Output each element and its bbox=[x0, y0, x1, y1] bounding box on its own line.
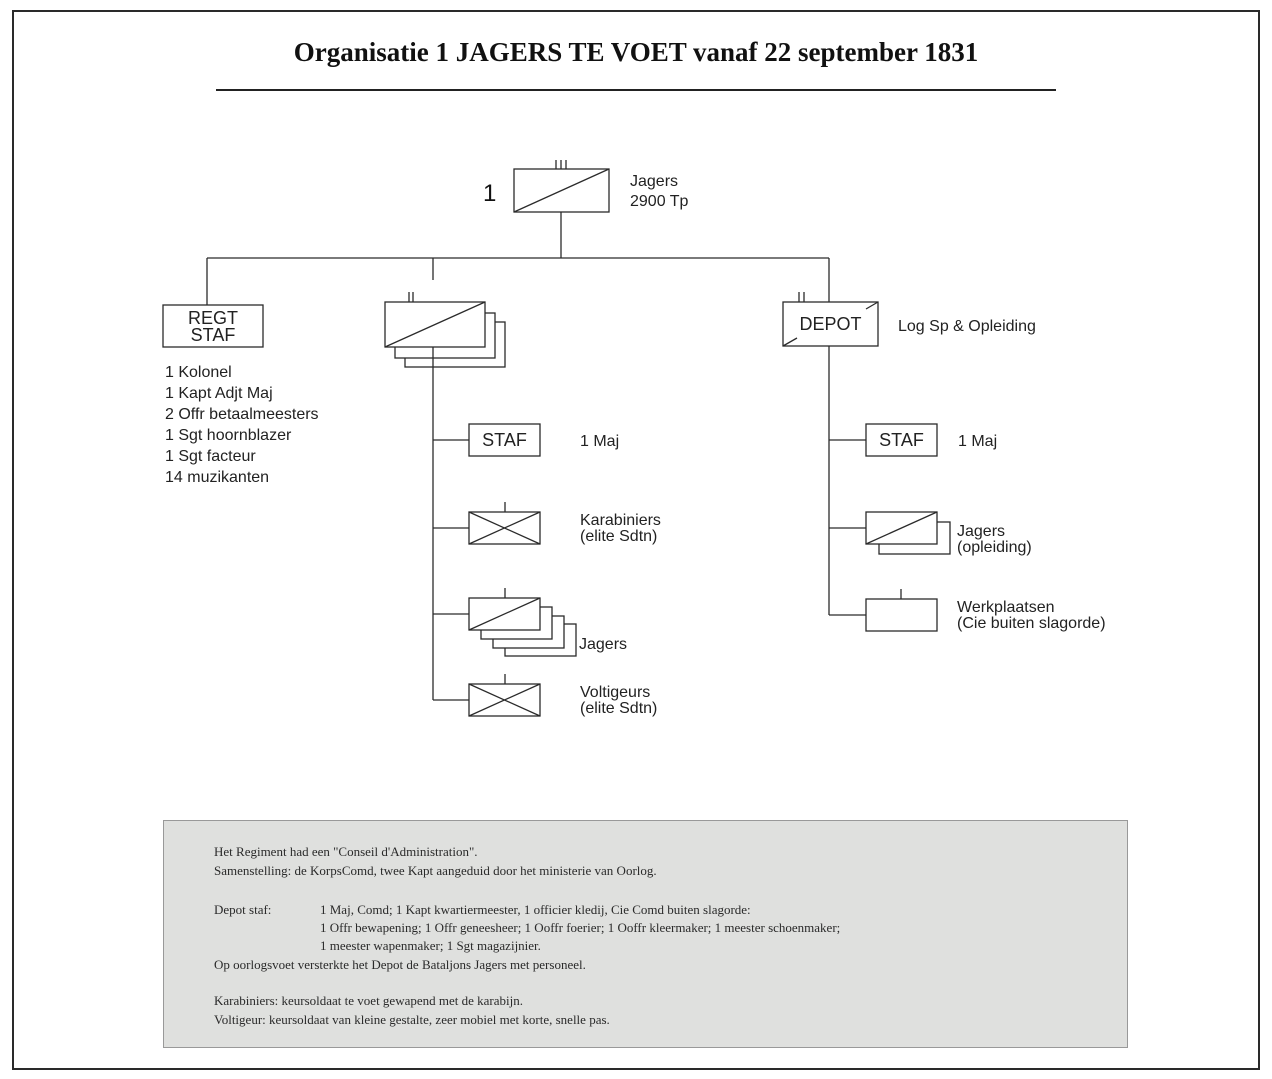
depot-jagers-line2: (opleiding) bbox=[957, 539, 1032, 556]
werkplaatsen-symbol bbox=[865, 589, 938, 632]
depot-staf-label: 1 Maj bbox=[958, 433, 998, 450]
regiment-label: Jagers 2900 Tp bbox=[630, 174, 688, 210]
regt-staf-line1: REGT bbox=[187, 308, 238, 328]
notes-box: Het Regiment had een "Conseil d'Administ… bbox=[163, 820, 1128, 1048]
battalion-connectors bbox=[432, 347, 469, 701]
voltigeurs-label: Voltigeurs (elite Sdtn) bbox=[580, 685, 657, 717]
regiment-label-line1: Jagers bbox=[630, 173, 679, 190]
depot-staf-text: STAF bbox=[879, 430, 924, 450]
regiment-number: 1 bbox=[483, 180, 497, 207]
regt-staf-text: REGT STAF bbox=[163, 308, 263, 345]
notes-line: 1 Offr bewapening; 1 Offr geneesheer; 1 … bbox=[320, 920, 841, 935]
jagers-companies-symbol bbox=[468, 588, 577, 657]
regt-staf-member: 1 Sgt facteur bbox=[165, 448, 256, 465]
regt-staf-box bbox=[162, 304, 264, 348]
top-connectors bbox=[206, 212, 830, 305]
notes-line: Het Regiment had een "Conseil d'Administ… bbox=[214, 844, 478, 859]
depot-connectors bbox=[828, 346, 866, 616]
karabiniers-line1: Karabiniers bbox=[580, 512, 661, 529]
karabiniers-symbol bbox=[468, 502, 541, 545]
battalion-symbol bbox=[384, 292, 506, 368]
depot-box-text: DEPOT bbox=[799, 314, 862, 334]
page-title: Organisatie 1 JAGERS TE VOET vanaf 22 se… bbox=[293, 37, 979, 67]
regt-staf-member: 1 Sgt hoornblazer bbox=[165, 427, 292, 444]
regt-staf-members: 1 Kolonel 1 Kapt Adjt Maj 2 Offr betaalm… bbox=[165, 362, 319, 488]
depot-jagers-symbol bbox=[865, 511, 951, 555]
notes-line: Samenstelling: de KorpsComd, twee Kapt a… bbox=[214, 863, 657, 878]
depot-label: Log Sp & Opleiding bbox=[898, 318, 1036, 335]
werkplaatsen-line1: Werkplaatsen bbox=[957, 599, 1055, 616]
voltigeurs-line2: (elite Sdtn) bbox=[580, 700, 658, 717]
regt-staf-member: 1 Kolonel bbox=[165, 364, 232, 381]
notes-line: Karabiniers: keursoldaat te voet gewapen… bbox=[214, 993, 523, 1008]
werkplaatsen-label: Werkplaatsen (Cie buiten slagorde) bbox=[957, 600, 1106, 632]
battalion-staf-box bbox=[468, 423, 541, 457]
depot-jagers-line1: Jagers bbox=[957, 523, 1006, 540]
regiment-symbol bbox=[513, 160, 610, 213]
depot-jagers-label: Jagers (opleiding) bbox=[957, 524, 1032, 556]
regiment-label-line2: 2900 Tp bbox=[630, 193, 689, 210]
jagers-label: Jagers bbox=[579, 636, 628, 653]
depot-staf-box bbox=[865, 423, 938, 457]
title-underline bbox=[216, 89, 1056, 91]
regt-staf-member: 1 Kapt Adjt Maj bbox=[165, 385, 273, 402]
notes-line: Op oorlogsvoet versterkte het Depot de B… bbox=[214, 957, 586, 972]
voltigeurs-symbol bbox=[468, 674, 541, 717]
notes-line: 1 meester wapenmaker; 1 Sgt magazijnier. bbox=[320, 938, 541, 953]
notes-line: Voltigeur: keursoldaat van kleine gestal… bbox=[214, 1012, 610, 1027]
werkplaatsen-line2: (Cie buiten slagorde) bbox=[957, 615, 1106, 632]
regt-staf-line2: STAF bbox=[190, 325, 236, 345]
notes-depot-label: Depot staf: bbox=[214, 902, 272, 917]
karabiniers-line2: (elite Sdtn) bbox=[580, 528, 658, 545]
regt-staf-member: 14 muzikanten bbox=[165, 469, 270, 486]
karabiniers-label: Karabiniers (elite Sdtn) bbox=[580, 513, 661, 545]
regt-staf-member: 2 Offr betaalmeesters bbox=[165, 406, 319, 423]
notes-line: 1 Maj, Comd; 1 Kapt kwartiermeester, 1 o… bbox=[320, 902, 751, 917]
battalion-staf-label: 1 Maj bbox=[580, 433, 620, 450]
voltigeurs-line1: Voltigeurs bbox=[580, 684, 651, 701]
depot-symbol bbox=[782, 292, 879, 347]
battalion-staf-text: STAF bbox=[482, 430, 527, 450]
